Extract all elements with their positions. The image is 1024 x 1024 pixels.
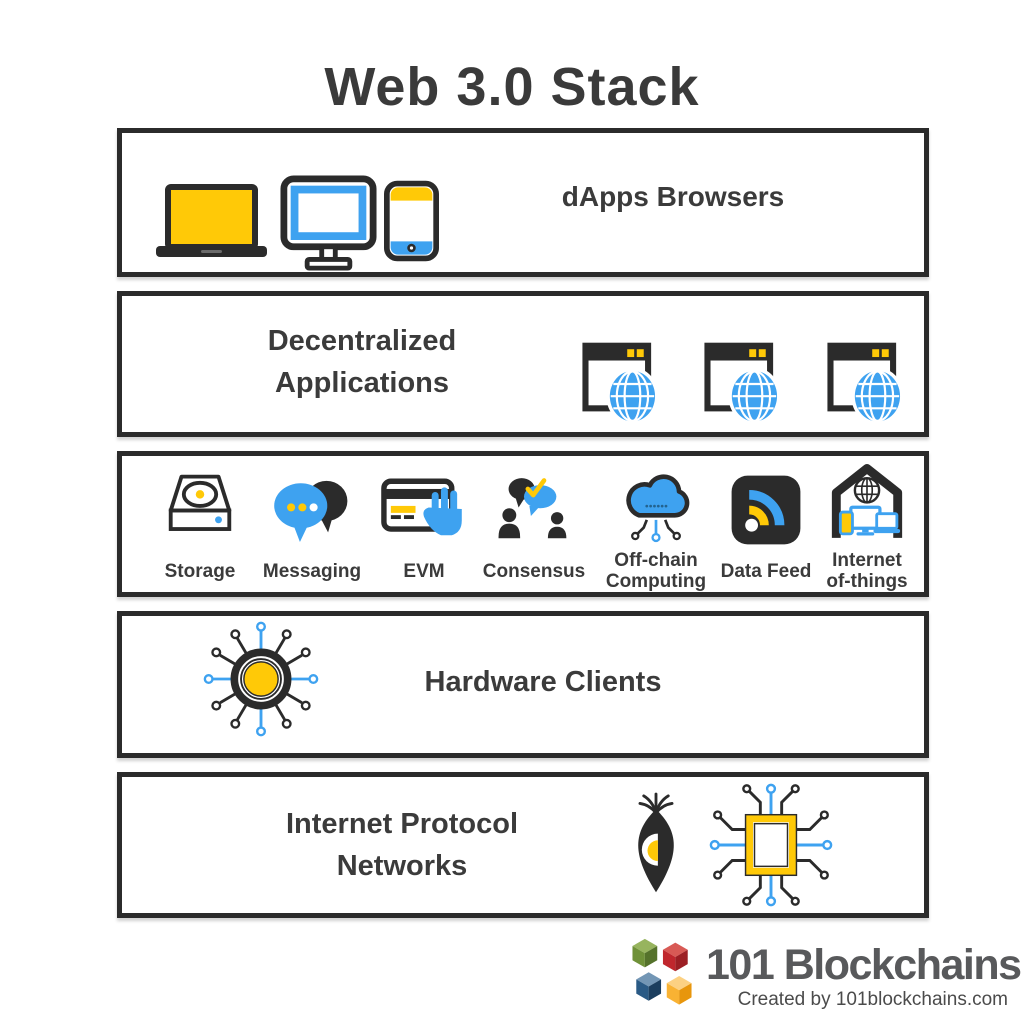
- middleware-item-storage: Storage: [138, 470, 262, 593]
- browser-globe-icon: [582, 342, 662, 426]
- hardware-clients-label: Hardware Clients: [424, 666, 662, 698]
- middleware-item-evm: EVM: [362, 470, 486, 593]
- middleware-item-consensus: Consensus: [472, 470, 596, 593]
- middleware-item-internet-of-things: Internet of-things: [805, 464, 929, 593]
- page-title: Web 3.0 Stack: [324, 57, 700, 117]
- round-chip-icon: [202, 620, 320, 738]
- rss-feed-icon: [730, 470, 802, 546]
- credit-line: Created by 101blockchains.com: [737, 989, 1008, 1010]
- desktop-monitor-icon: [280, 175, 377, 272]
- middleware-item-data-feed: Data Feed: [704, 470, 828, 593]
- layer-decentralized-applications: Decentralized Applications: [117, 291, 929, 437]
- browser-globe-icon: [704, 342, 784, 426]
- smartphone-icon: [384, 180, 439, 262]
- brand-name: 101 Blockchains: [706, 941, 1022, 989]
- hard-drive-icon: [162, 470, 238, 546]
- cube-green: [632, 938, 658, 968]
- 101-blockchains-cubes-logo: [622, 936, 702, 1016]
- onion-icon: [622, 789, 690, 901]
- cloud-circuit-icon: [615, 470, 697, 546]
- dapps-browsers-label: dApps Browsers: [561, 181, 785, 212]
- cube-red: [662, 942, 688, 972]
- cube-orange: [666, 976, 692, 1005]
- middleware-item-messaging: Messaging: [250, 470, 374, 593]
- decentralized-applications-label: Decentralized Applications: [267, 325, 457, 399]
- chat-bubbles-icon: [268, 470, 356, 546]
- layer-protocol-services: Storage Messaging: [117, 451, 929, 597]
- people-agreement-icon: [490, 470, 578, 546]
- layer-hardware-clients: Hardware Clients: [117, 611, 929, 758]
- square-chip-icon: [707, 781, 835, 909]
- layer-internet-protocol-networks: Internet Protocol Networks: [117, 772, 929, 918]
- browser-globe-icon: [827, 342, 907, 426]
- cube-blue: [636, 972, 662, 1001]
- middleware-item-offchain-computing: Off-chain Computing: [594, 470, 718, 593]
- layer-dapps-browsers: dApps Browsers: [117, 128, 929, 277]
- iot-house-icon: [825, 464, 909, 546]
- laptop-icon: [154, 183, 269, 261]
- internet-protocol-networks-label: Internet Protocol Networks: [285, 808, 518, 882]
- card-hand-icon: [377, 470, 471, 546]
